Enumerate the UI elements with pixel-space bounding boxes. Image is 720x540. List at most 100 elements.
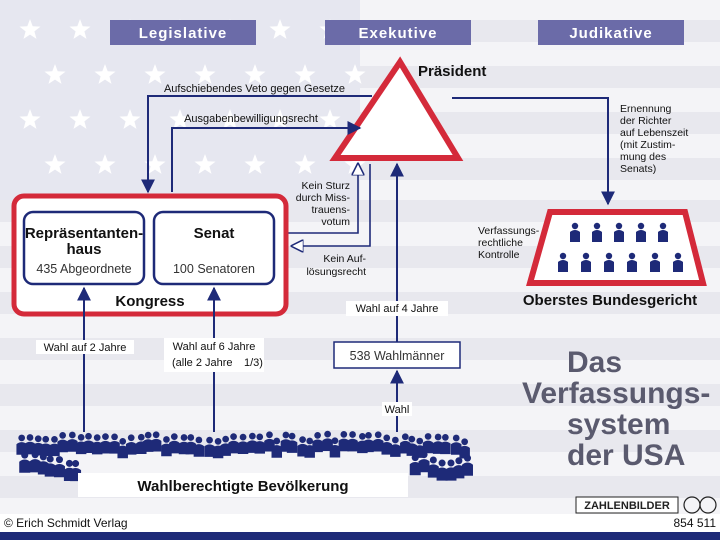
flag-star-icon xyxy=(294,64,316,84)
flag-star-icon xyxy=(144,154,166,174)
person-icon xyxy=(450,442,462,455)
house-title-line-2: haus xyxy=(66,241,101,258)
person-icon xyxy=(144,431,152,439)
person-icon xyxy=(581,260,591,272)
header-legislative-label: Legislative xyxy=(139,25,228,42)
population-label-box: Wahlberechtigte Bevölkerung xyxy=(78,473,408,497)
person-icon xyxy=(249,432,256,440)
person-icon xyxy=(180,434,188,441)
person-icon xyxy=(195,436,203,444)
person-icon xyxy=(77,433,85,441)
flag-star-icon xyxy=(194,154,216,174)
person-icon xyxy=(286,440,298,453)
person-icon xyxy=(239,433,247,441)
person-icon xyxy=(627,260,637,272)
constitutional-control-label: Verfassungs- rechtliche Kontrolle xyxy=(478,225,540,261)
person-icon xyxy=(125,441,137,455)
judges-line-6: Senats) xyxy=(620,163,656,175)
judges-line-3: auf Lebenszeit xyxy=(620,127,688,139)
person-icon xyxy=(57,439,68,453)
flag-star-icon xyxy=(269,109,291,129)
person-icon xyxy=(406,443,418,456)
flag-star-icon xyxy=(69,109,91,129)
person-icon xyxy=(288,432,296,440)
flag-star-icon xyxy=(244,64,266,84)
person-icon xyxy=(169,440,180,454)
person-icon xyxy=(659,222,667,230)
person-icon xyxy=(119,438,127,445)
person-icon xyxy=(347,438,358,452)
flag-star-icon xyxy=(94,64,116,84)
flag-stripe xyxy=(360,112,720,134)
big-title-line-3: system xyxy=(567,408,670,441)
person-icon xyxy=(418,459,430,473)
person-icon xyxy=(390,444,401,457)
person-icon xyxy=(381,442,392,455)
person-icon xyxy=(102,433,109,441)
person-icon xyxy=(365,431,372,439)
constitutional-control-line-1: Verfassungs- xyxy=(478,225,540,237)
person-icon xyxy=(214,438,222,445)
congress-node: Repräsentanten- haus 435 Abgeordnete Sen… xyxy=(11,193,289,317)
person-icon xyxy=(44,463,56,477)
flag-star-icon xyxy=(344,64,366,84)
population-label: Wahlberechtigte Bevölkerung xyxy=(137,478,348,495)
election-2-arrow: Wahl auf 2 Jahre xyxy=(36,286,134,432)
person-icon xyxy=(42,435,50,443)
judges-arrow: Ernennung der Richter auf Lebenszeit (mi… xyxy=(452,97,688,206)
person-icon xyxy=(461,438,469,446)
person-icon xyxy=(137,433,145,441)
person-icon xyxy=(19,459,31,473)
person-icon xyxy=(85,432,92,440)
person-icon xyxy=(170,433,178,440)
person-icon xyxy=(438,459,446,467)
person-icon xyxy=(615,222,623,230)
flag-stripe xyxy=(360,158,720,180)
page-number: 854 511 xyxy=(674,516,717,530)
person-icon xyxy=(658,230,668,242)
house-members: 435 Abgeordnete xyxy=(36,262,131,276)
election-6-label-2: (alle 2 Jahre xyxy=(172,357,233,369)
person-icon xyxy=(222,435,230,443)
person-icon xyxy=(152,431,160,439)
person-icon xyxy=(592,230,602,242)
person-icon xyxy=(453,465,465,479)
person-icon xyxy=(65,459,73,467)
person-icon xyxy=(442,434,449,441)
person-icon xyxy=(24,441,36,455)
person-icon xyxy=(436,467,448,481)
big-title-line-2: Verfassungs- xyxy=(522,377,710,410)
person-icon xyxy=(46,455,54,463)
person-icon xyxy=(109,441,120,454)
person-icon xyxy=(463,454,472,462)
judges-line-1: Ernennung xyxy=(620,103,672,115)
person-icon xyxy=(193,444,205,457)
judges-line-4: (mit Zustim- xyxy=(620,139,676,151)
election-6-arrow: Wahl auf 6 Jahre (alle 2 Jahre 1/3) xyxy=(164,286,264,432)
person-icon xyxy=(673,260,683,272)
person-icon xyxy=(51,436,58,443)
brand-logo: ZAHLENBILDER xyxy=(575,496,717,514)
election-4-label: Wahl auf 4 Jahre xyxy=(356,303,439,315)
person-icon xyxy=(228,440,239,454)
person-icon xyxy=(558,260,568,272)
person-icon xyxy=(68,431,76,439)
person-icon xyxy=(363,439,374,453)
flag-star-icon xyxy=(269,19,291,39)
person-icon xyxy=(273,437,281,445)
senate-title: Senat xyxy=(194,225,235,242)
no-confidence-line-3: trauens- xyxy=(311,204,350,216)
person-icon xyxy=(408,435,416,443)
no-confidence-arrow: Kein Sturz durch Miss- trauens- votum xyxy=(272,164,358,234)
person-icon xyxy=(455,457,463,465)
person-icon xyxy=(163,436,170,443)
publisher-label: © Erich Schmidt Verlag xyxy=(4,516,128,530)
person-icon xyxy=(374,431,382,439)
person-icon xyxy=(117,445,128,459)
person-icon xyxy=(359,433,366,440)
header-judicative: Judikative xyxy=(538,20,684,45)
person-icon xyxy=(447,459,455,467)
person-icon xyxy=(111,433,118,441)
person-icon xyxy=(383,434,391,442)
